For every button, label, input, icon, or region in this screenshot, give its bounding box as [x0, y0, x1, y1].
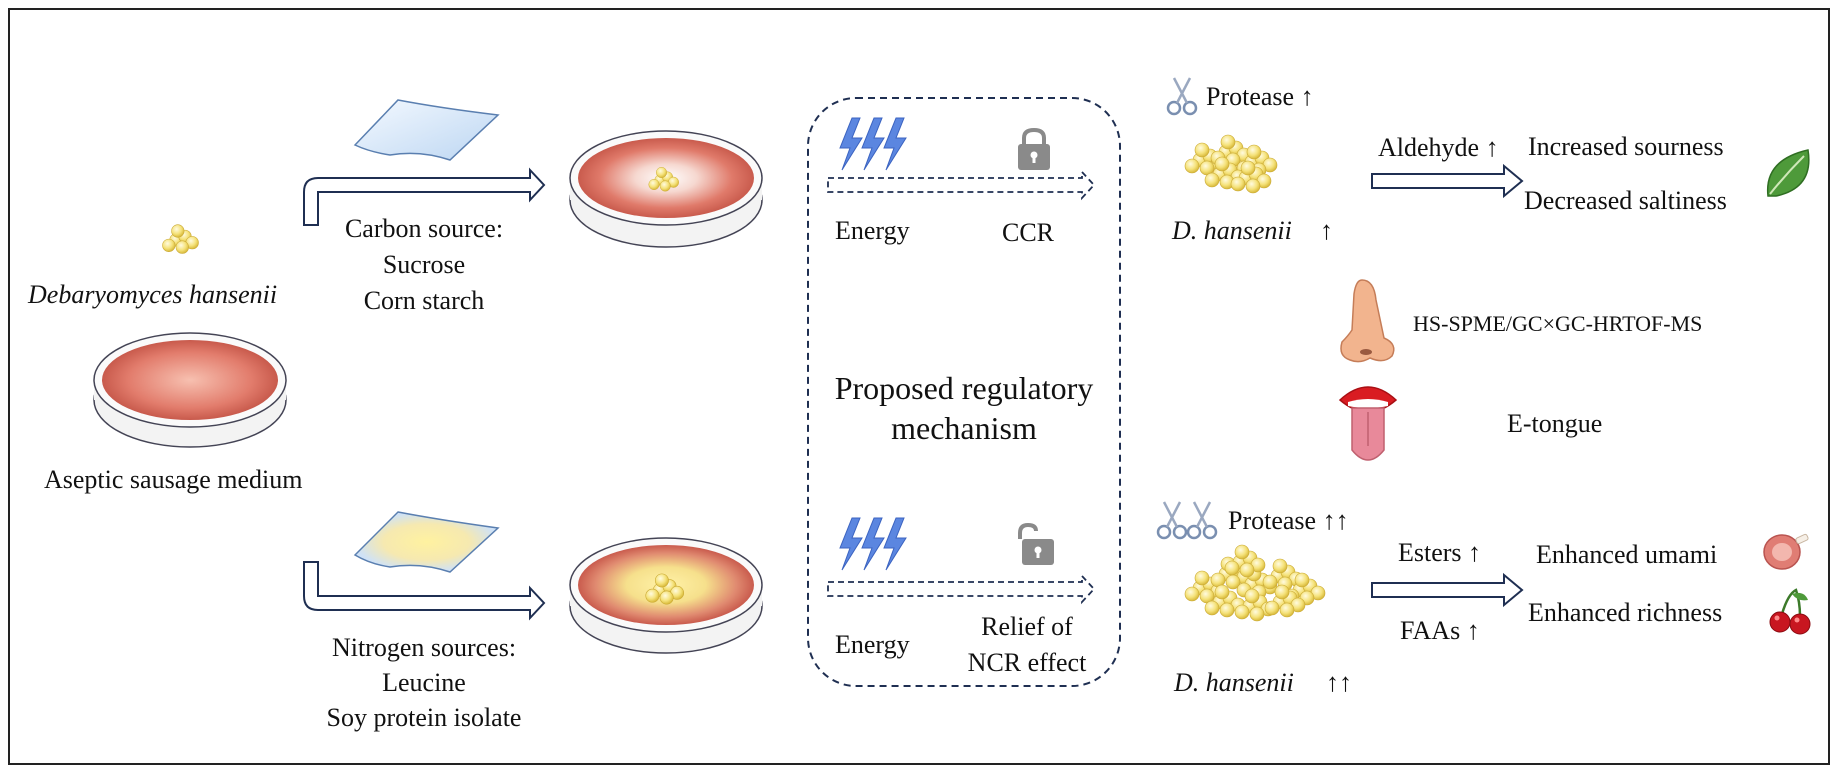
ham-icon [1763, 533, 1809, 570]
scissors-icon-double [1156, 500, 1218, 540]
lock-open-icon [1018, 522, 1054, 565]
mechanism-title-line1: Proposed regulatory [834, 370, 1094, 406]
nitrogen-petri-dish-icon [569, 537, 763, 654]
decreased-saltiness-label: Decreased saltiness [1524, 186, 1727, 215]
nitrogen-item-soy: Soy protein isolate [326, 703, 522, 732]
carbon-arrow [303, 167, 546, 226]
top-protease-label: Protease ↑ [1206, 82, 1314, 111]
nitrogen-item-leucine: Leucine [382, 668, 466, 697]
nose-method-label: HS-SPME/GC×GC-HRTOF-MS [1413, 311, 1703, 336]
relief-label-line1: Relief of [981, 612, 1073, 641]
carbon-title: Carbon source: [344, 214, 504, 243]
scissors-icon [1166, 76, 1198, 116]
yeast-cluster-icon [163, 225, 199, 254]
aldehyde-label: Aldehyde ↑ [1378, 133, 1499, 162]
top-dashed-arrow [827, 169, 1096, 201]
organism-label: Debaryomyces hansenii [28, 280, 278, 309]
petri-dish-icon [93, 332, 287, 448]
top-result-arrow [1371, 163, 1524, 199]
tongue-method-label: E-tongue [1507, 409, 1603, 438]
bottom-dashed-arrow [827, 573, 1096, 605]
lightning-icon [839, 117, 907, 171]
leaf-icon [1766, 149, 1810, 197]
faas-label: FAAs ↑ [1400, 616, 1480, 645]
medium-label: Aseptic sausage medium [44, 465, 303, 494]
bottom-organism-label: D. hansenii [1174, 668, 1294, 697]
carbon-item-corn-starch: Corn starch [363, 286, 485, 315]
mechanism-box [807, 97, 1121, 687]
enhanced-richness-label: Enhanced richness [1528, 598, 1723, 627]
mechanism-title-line2: mechanism [891, 410, 1037, 446]
yeast-cluster-bottom [1185, 545, 1325, 621]
cherries-icon [1769, 588, 1811, 635]
nitrogen-title: Nitrogen sources: [331, 633, 517, 662]
enhanced-umami-label: Enhanced umami [1536, 540, 1718, 569]
lightning-icon-bottom [839, 517, 907, 571]
carbon-petri-dish-icon [569, 130, 763, 248]
carbon-item-sucrose: Sucrose [382, 250, 466, 279]
carbon-sheet-icon [353, 99, 500, 161]
nitrogen-arrow [303, 561, 546, 621]
top-energy-label: Energy [835, 216, 910, 245]
bottom-organism-arrow: ↑↑ [1326, 668, 1352, 697]
yeast-cluster-top [1185, 135, 1277, 193]
bottom-energy-label: Energy [835, 630, 910, 659]
lock-closed-icon [1018, 127, 1050, 170]
bottom-result-arrow [1371, 572, 1524, 608]
nose-icon [1340, 279, 1395, 363]
relief-label-line2: NCR effect [967, 648, 1087, 677]
ccr-label: CCR [1002, 218, 1055, 247]
mouth-tongue-icon [1338, 386, 1398, 461]
esters-label: Esters ↑ [1398, 538, 1482, 567]
figure-frame [8, 8, 1830, 765]
increased-sourness-label: Increased sourness [1528, 132, 1724, 161]
nitrogen-sheet-icon [353, 511, 500, 573]
top-organism-label: D. hansenii [1172, 216, 1292, 245]
top-organism-arrow: ↑ [1320, 216, 1333, 245]
bottom-protease-label: Protease ↑↑ [1228, 506, 1349, 535]
